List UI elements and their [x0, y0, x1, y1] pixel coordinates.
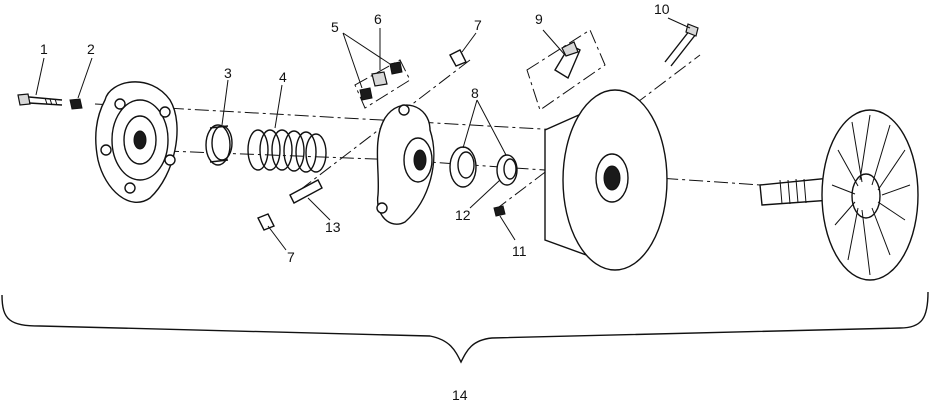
spider-plate: [376, 104, 435, 225]
cover-plate: [95, 81, 178, 204]
callout-11: 11: [512, 243, 527, 259]
callout-8: 8: [471, 85, 479, 101]
callout-4: 4: [279, 69, 287, 85]
callout-6: 6: [374, 11, 382, 27]
callout-9: 9: [535, 11, 543, 27]
ring-part: [205, 124, 233, 166]
callout-3: 3: [224, 65, 232, 81]
moveable-sheave: [544, 89, 668, 271]
nut-part: [69, 98, 83, 110]
long-bolt-part: [664, 23, 699, 67]
callout-2: 2: [87, 41, 95, 57]
bracket-part: [526, 29, 606, 111]
small-nut-part: [493, 205, 506, 217]
callout-5: 5: [331, 19, 339, 35]
pin-part: [257, 179, 323, 231]
fixed-sheave: [759, 109, 919, 281]
callout-10: 10: [654, 1, 670, 17]
callout-12: 12: [455, 207, 471, 223]
callout-14: 14: [452, 387, 468, 403]
bushing-pair-part: [449, 146, 518, 188]
spring-part: [247, 129, 327, 173]
assembly-brace: [1, 291, 929, 364]
leader-lines: [35, 17, 691, 251]
callout-7-upper: 7: [474, 17, 482, 33]
callout-7-lower: 7: [287, 249, 295, 265]
callout-1: 1: [40, 41, 48, 57]
roller-upper-part: [449, 49, 467, 67]
callout-13: 13: [325, 219, 341, 235]
nut-pair-part: [354, 59, 411, 109]
bolt-part: [17, 93, 63, 106]
